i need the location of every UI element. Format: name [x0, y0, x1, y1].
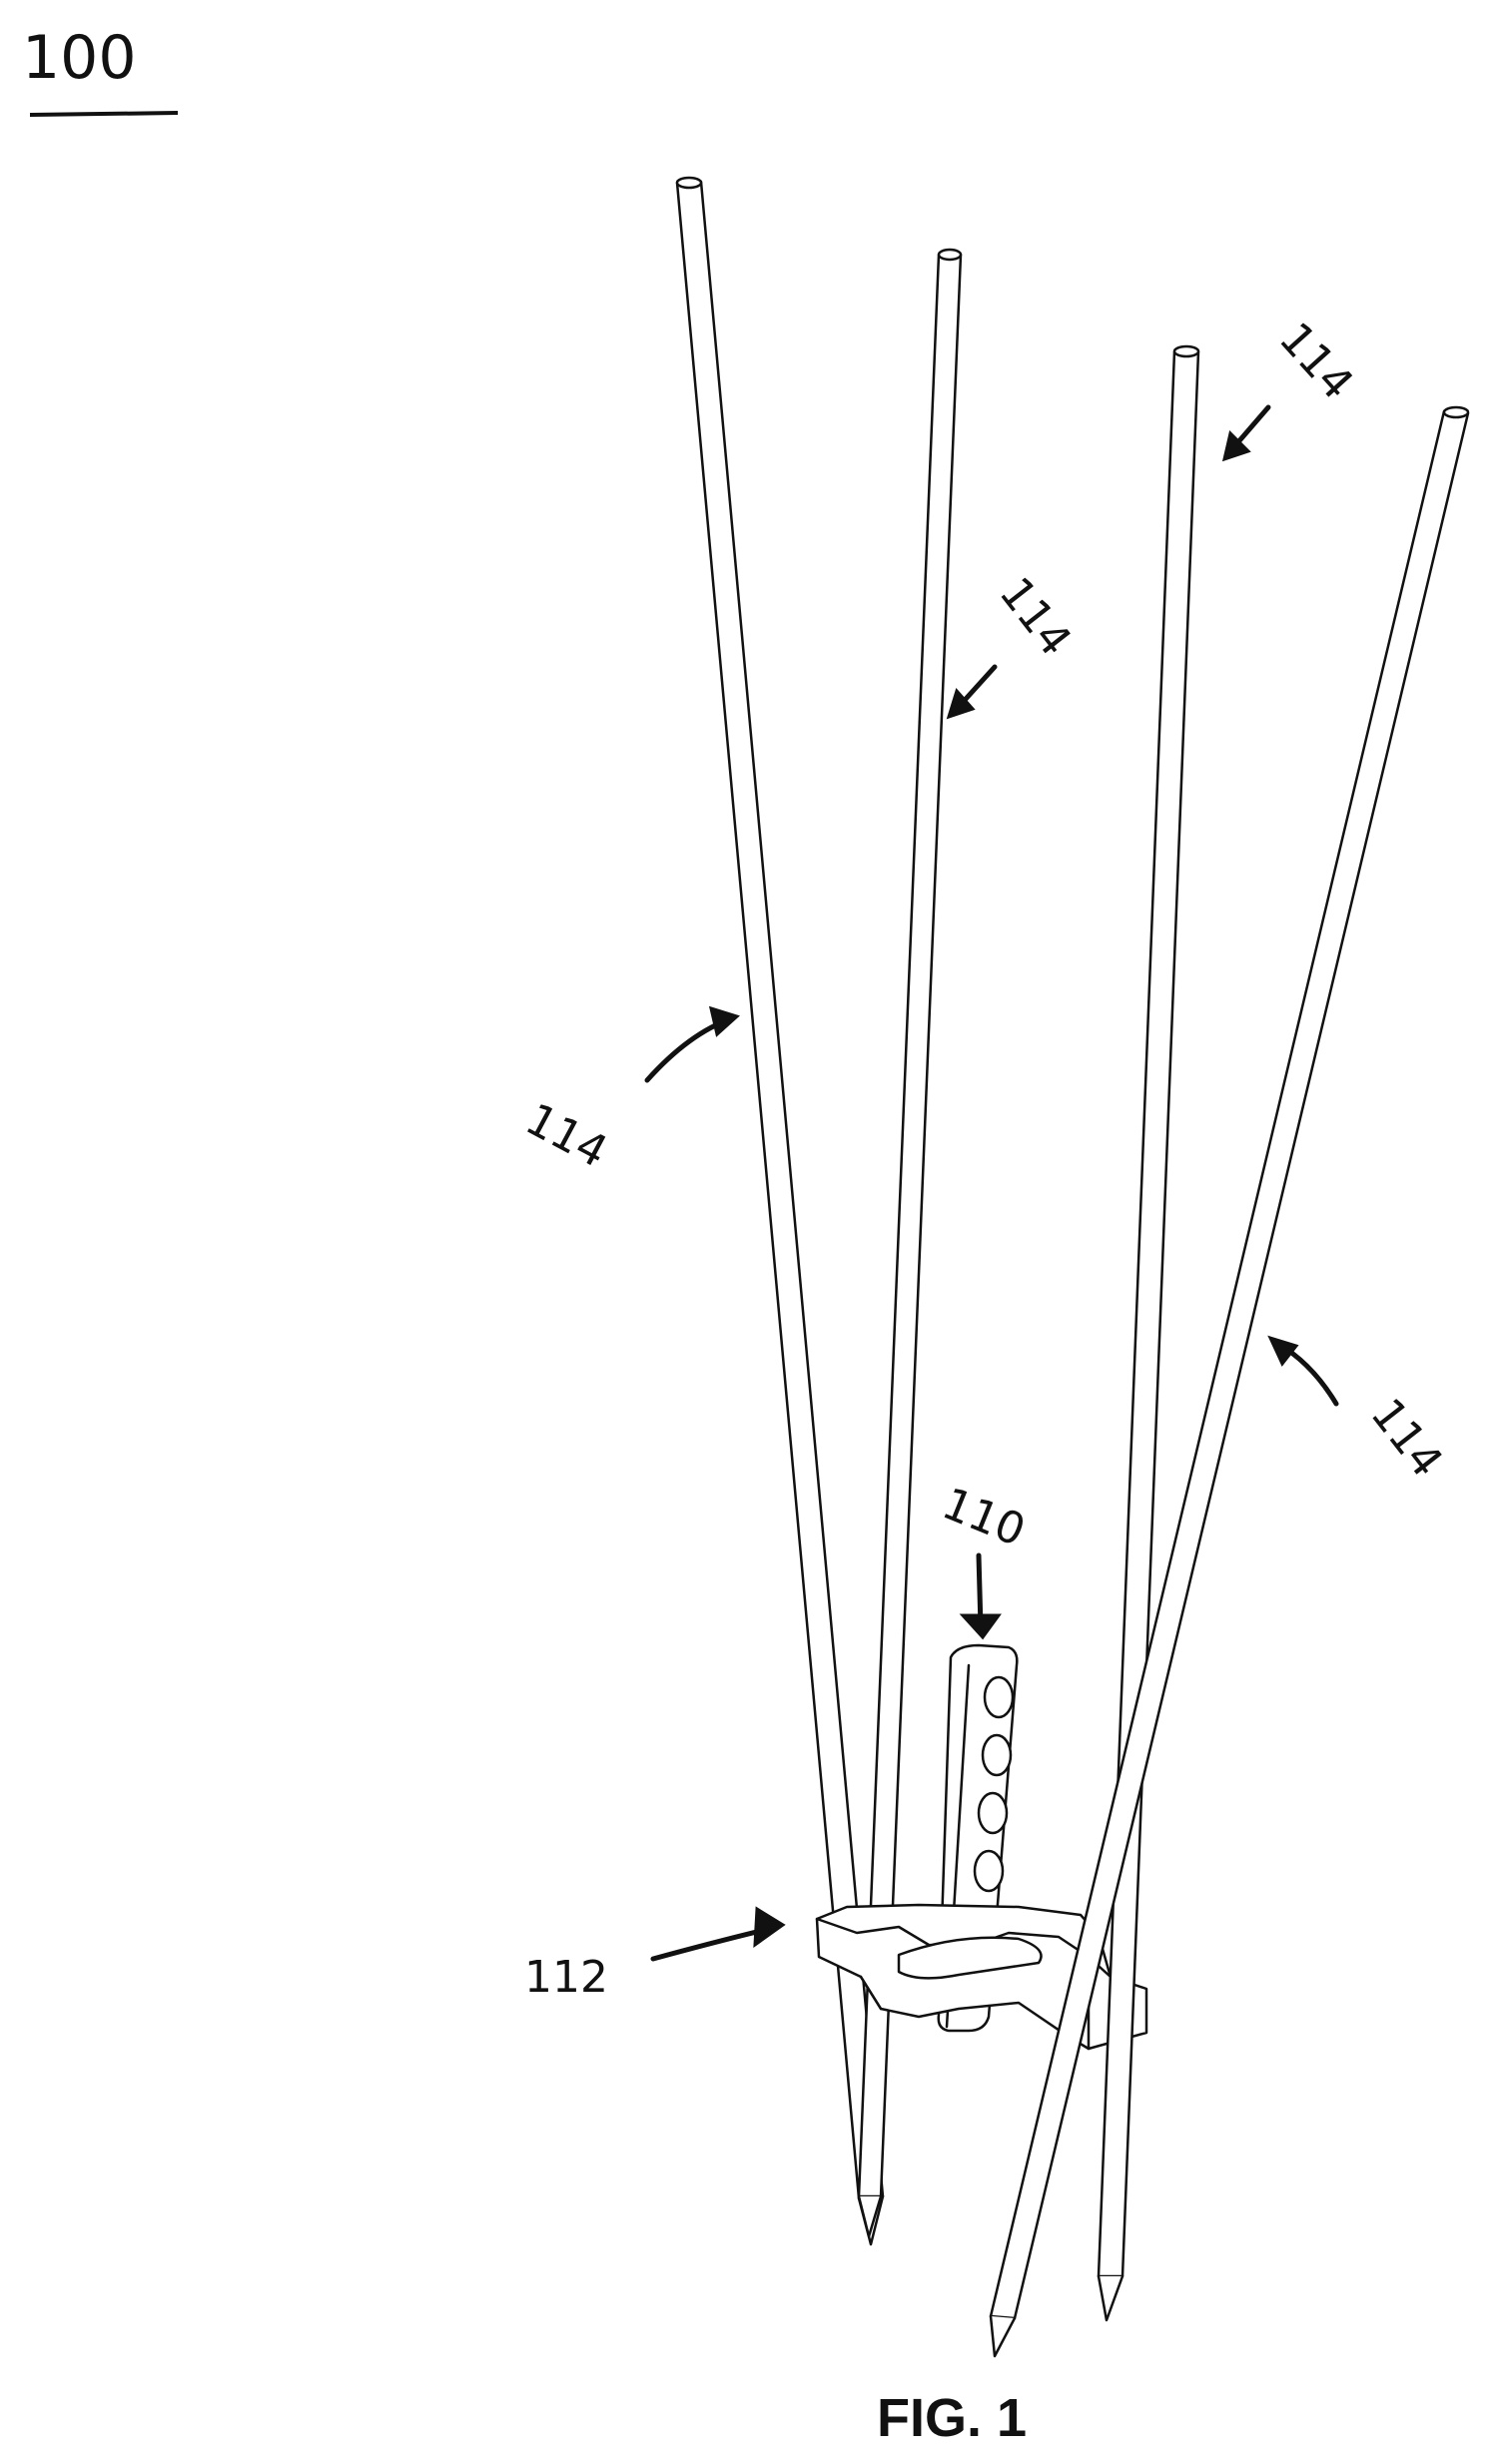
label-pin-lower-right: 114	[1360, 1390, 1452, 1488]
arrowhead-pin-lower-right	[1270, 1338, 1296, 1364]
pin-3	[1099, 346, 1198, 2320]
arrow-block	[653, 1929, 769, 1959]
label-pin-lower-left: 114	[517, 1094, 615, 1178]
arrowhead-guide-post	[963, 1615, 999, 1637]
arrowhead-pin-lower-left	[711, 1008, 737, 1034]
figure-number-underline	[30, 113, 178, 115]
label-pin-mid-left: 114	[990, 568, 1082, 666]
label-guide-post: 110	[935, 1479, 1032, 1557]
pin-4	[991, 407, 1468, 2356]
figure-number-label: 100	[22, 23, 137, 93]
figure-caption: FIG. 1	[877, 2388, 1027, 2448]
label-pin-top-right: 114	[1269, 313, 1363, 410]
label-block: 112	[524, 1952, 608, 2003]
arrowhead-block	[755, 1909, 783, 1945]
